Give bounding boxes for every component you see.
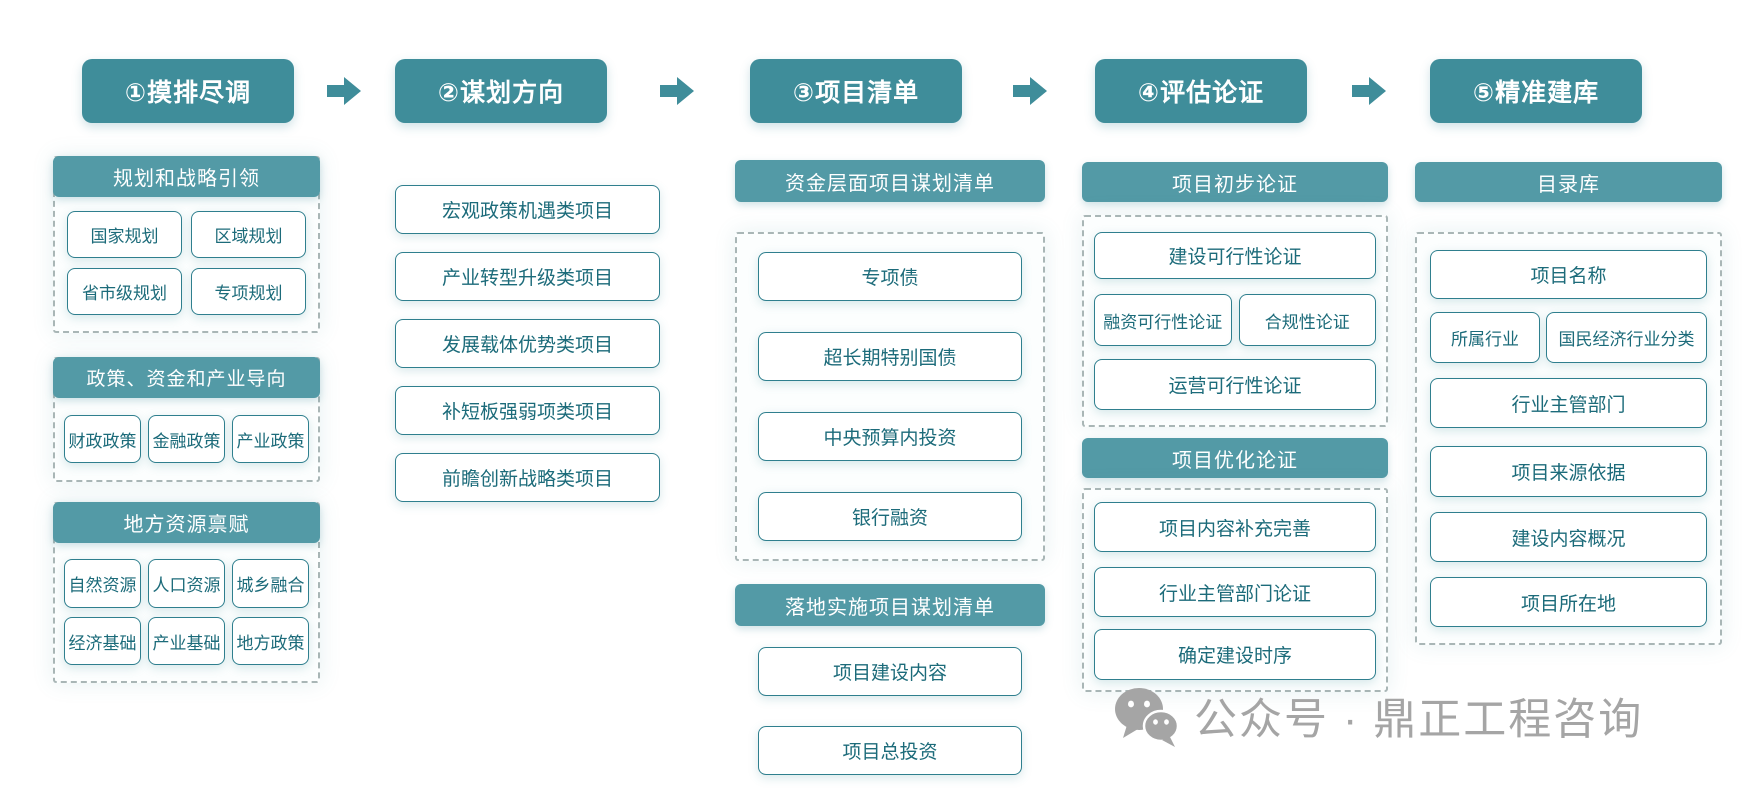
group-catalog: 项目名称 所属行业 国民经济行业分类 行业主管部门 项目来源依据 建设内容概况 … <box>1415 232 1722 645</box>
section-bar: 目录库 <box>1415 162 1722 202</box>
node-box: 项目内容补充完善 <box>1094 502 1376 552</box>
group-funding: 专项债 超长期特别国债 中央预算内投资 银行融资 <box>735 232 1045 561</box>
node-box: 行业主管部门 <box>1430 378 1707 428</box>
node-box: 产业基础 <box>148 617 225 665</box>
step-header-3: ③项目清单 <box>750 59 962 123</box>
section-bar: 项目初步论证 <box>1082 162 1388 202</box>
step-header-5: ⑤精准建库 <box>1430 59 1642 123</box>
node-box: 国家规划 <box>67 211 182 258</box>
flow-arrow-icon <box>327 77 361 105</box>
node-box: 产业转型升级类项目 <box>395 252 660 301</box>
node-box: 地方政策 <box>232 617 309 665</box>
group-planning: 规划和战略引领 国家规划 区域规划 省市级规划 专项规划 <box>53 156 320 333</box>
group-policy: 政策、资金和产业导向 财政政策 金融政策 产业政策 <box>53 357 320 482</box>
node-box: 所属行业 <box>1430 312 1540 363</box>
node-box: 自然资源 <box>64 559 141 608</box>
step-header-4: ④评估论证 <box>1095 59 1307 123</box>
section-bar: 地方资源禀赋 <box>53 502 320 543</box>
node-box: 项目建设内容 <box>758 647 1022 696</box>
node-box: 融资可行性论证 <box>1094 294 1232 346</box>
node-box: 人口资源 <box>148 559 225 608</box>
node-box: 建设内容概况 <box>1430 512 1707 562</box>
wechat-icon <box>1112 684 1180 755</box>
node-box: 宏观政策机遇类项目 <box>395 185 660 234</box>
column-survey: 规划和战略引领 国家规划 区域规划 省市级规划 专项规划 政策、资金和产业导向 … <box>53 156 320 683</box>
node-box: 确定建设时序 <box>1094 629 1376 680</box>
group-optimization: 项目内容补充完善 行业主管部门论证 确定建设时序 <box>1082 488 1388 692</box>
node-box: 城乡融合 <box>232 559 309 608</box>
node-box: 发展载体优势类项目 <box>395 319 660 368</box>
node-box: 行业主管部门论证 <box>1094 567 1376 617</box>
step-header-1: ①摸排尽调 <box>82 59 294 123</box>
flow-arrow-icon <box>1352 77 1386 105</box>
column-database: 目录库 项目名称 所属行业 国民经济行业分类 行业主管部门 项目来源依据 建设内… <box>1415 162 1722 645</box>
node-box: 补短板强弱项类项目 <box>395 386 660 435</box>
section-bar: 规划和战略引领 <box>53 156 320 197</box>
watermark-text: 公众号 · 鼎正工程咨询 <box>1194 695 1644 744</box>
node-box: 前瞻创新战略类项目 <box>395 453 660 502</box>
node-box: 金融政策 <box>148 415 225 463</box>
node-box: 产业政策 <box>232 415 309 463</box>
group-preliminary: 建设可行性论证 融资可行性论证 合规性论证 运营可行性论证 <box>1082 215 1388 427</box>
node-box: 省市级规划 <box>67 268 182 315</box>
node-box: 国民经济行业分类 <box>1546 312 1707 363</box>
node-box: 专项债 <box>758 252 1022 301</box>
node-box: 项目来源依据 <box>1430 446 1707 497</box>
section-bar: 资金层面项目谋划清单 <box>735 160 1045 202</box>
node-box: 项目所在地 <box>1430 577 1707 627</box>
column-directions: 宏观政策机遇类项目 产业转型升级类项目 发展载体优势类项目 补短板强弱项类项目 … <box>395 185 660 502</box>
step-header-2: ②谋划方向 <box>395 59 607 123</box>
node-box: 超长期特别国债 <box>758 332 1022 381</box>
node-box: 财政政策 <box>64 415 141 463</box>
flow-arrow-icon <box>1013 77 1047 105</box>
node-box: 中央预算内投资 <box>758 412 1022 461</box>
node-box: 专项规划 <box>191 268 306 315</box>
node-box: 项目总投资 <box>758 726 1022 775</box>
node-box: 运营可行性论证 <box>1094 359 1376 410</box>
section-bar: 政策、资金和产业导向 <box>53 357 320 398</box>
watermark: 公众号 · 鼎正工程咨询 <box>1112 684 1643 755</box>
section-bar: 项目优化论证 <box>1082 438 1388 478</box>
flow-arrow-icon <box>660 77 694 105</box>
node-box: 合规性论证 <box>1238 294 1376 346</box>
node-box: 经济基础 <box>64 617 141 665</box>
node-box: 项目名称 <box>1430 250 1707 299</box>
node-box: 建设可行性论证 <box>1094 232 1376 279</box>
column-evaluation: 项目初步论证 建设可行性论证 融资可行性论证 合规性论证 运营可行性论证 项目优… <box>1082 162 1388 692</box>
section-bar: 落地实施项目谋划清单 <box>735 584 1045 626</box>
node-box: 区域规划 <box>191 211 306 258</box>
group-resources: 地方资源禀赋 自然资源 人口资源 城乡融合 经济基础 产业基础 地方政策 <box>53 502 320 683</box>
node-box: 银行融资 <box>758 492 1022 541</box>
column-project-list: 资金层面项目谋划清单 专项债 超长期特别国债 中央预算内投资 银行融资 落地实施… <box>735 160 1045 775</box>
